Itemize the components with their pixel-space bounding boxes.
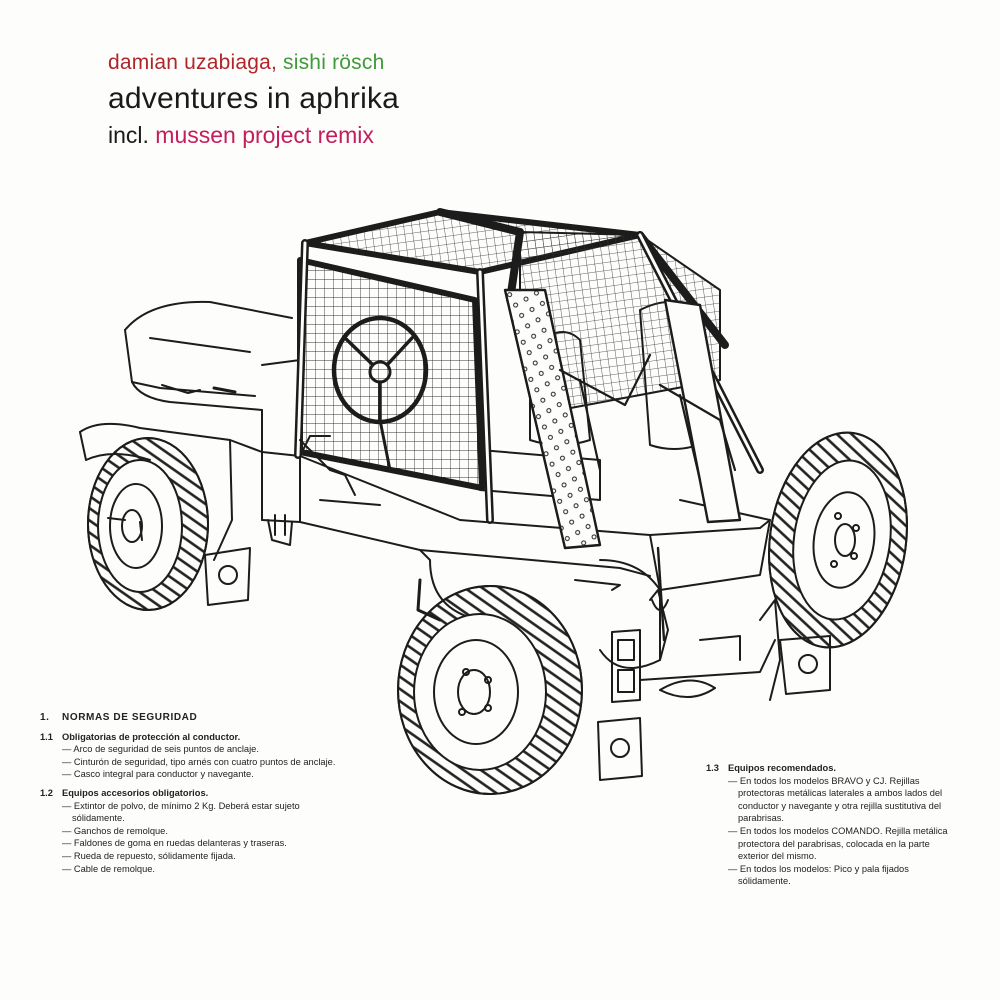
spec-section-title: NORMAS DE SEGURIDAD	[62, 712, 198, 723]
title-block: damian uzabiaga, sishi rösch adventures …	[108, 50, 399, 150]
spec-left-block: 1. NORMAS DE SEGURIDAD 1.1 Obligatorias de…	[40, 712, 340, 875]
spec-group-1-1: 1.1 Obligatorias de protección al conduct…	[40, 731, 340, 781]
spec-item: — Faldones de goma en ruedas delanteras …	[62, 838, 287, 849]
spec-section-number: 1.	[40, 712, 50, 723]
spec-item: — Cable de remolque.	[62, 863, 156, 874]
artist-1: damian uzabiaga	[108, 51, 271, 74]
spec-section-heading: 1. NORMAS DE SEGURIDAD	[40, 712, 340, 725]
jeep-hood	[124, 300, 293, 411]
spec-group-heading: 1.1 Obligatorias de protección al conduct…	[40, 731, 340, 744]
artist-separator: ,	[270, 51, 277, 74]
spec-group-number: 1.1	[40, 731, 53, 742]
spec-group-1-2: 1.2 Equipos accesorios obligatorios. — Ex…	[40, 787, 340, 875]
spec-group-heading: 1.2 Equipos accesorios obligatorios.	[40, 787, 340, 800]
remix-credit: mussen project remix	[155, 122, 374, 148]
jeep-dashboard	[299, 439, 442, 622]
jeep-spare-wheel	[768, 431, 908, 649]
incl-prefix: incl.	[108, 122, 149, 148]
spec-item: — Extintor de polvo, de mínimo 2 Kg. Deb…	[62, 800, 300, 824]
spec-group-title: Equipos recomendados.	[728, 763, 836, 773]
artist-line: damian uzabiaga, sishi rösch	[108, 50, 399, 76]
jeep-front-wheel	[87, 437, 209, 611]
spec-item: — En todos los modelos: Pico y pala fija…	[728, 863, 909, 887]
jeep-steering-wheel	[331, 315, 429, 472]
spec-item: — Cinturón de seguridad, tipo arnés con …	[62, 756, 336, 767]
spec-item: — Arco de seguridad de seis puntos de an…	[62, 744, 259, 755]
artist-2: sishi rösch	[283, 51, 385, 74]
spec-item: — Casco integral para conductor y navega…	[62, 769, 254, 780]
spec-group-title: Equipos accesorios obligatorios.	[62, 787, 209, 798]
spec-group-number: 1.2	[40, 787, 53, 798]
remix-line: incl. mussen project remix	[108, 120, 399, 150]
spec-group-title: Obligatorias de protección al conductor.	[62, 731, 241, 742]
spec-item: — En todos los modelos COMANDO. Rejilla …	[728, 825, 948, 862]
jeep-harness	[558, 353, 737, 482]
spec-item: — Ganchos de remolque.	[62, 825, 168, 836]
spec-right-block: 1.3 Equipos recomendados. — En todos los …	[706, 762, 961, 888]
jeep-rear-wheel	[397, 585, 583, 795]
spec-group-heading: 1.3 Equipos recomendados.	[706, 762, 961, 775]
spec-group-number: 1.3	[706, 763, 719, 773]
spec-item: — Rueda de repuesto, sólidamente fijada.	[62, 850, 236, 861]
jeep-rear	[574, 579, 781, 703]
jeep-rear-braces	[503, 288, 742, 550]
album-title: adventures in aphrika	[108, 82, 400, 115]
spec-item: — En todos los modelos BRAVO y CJ. Rejil…	[728, 775, 943, 824]
jeep-shovel	[651, 546, 669, 642]
